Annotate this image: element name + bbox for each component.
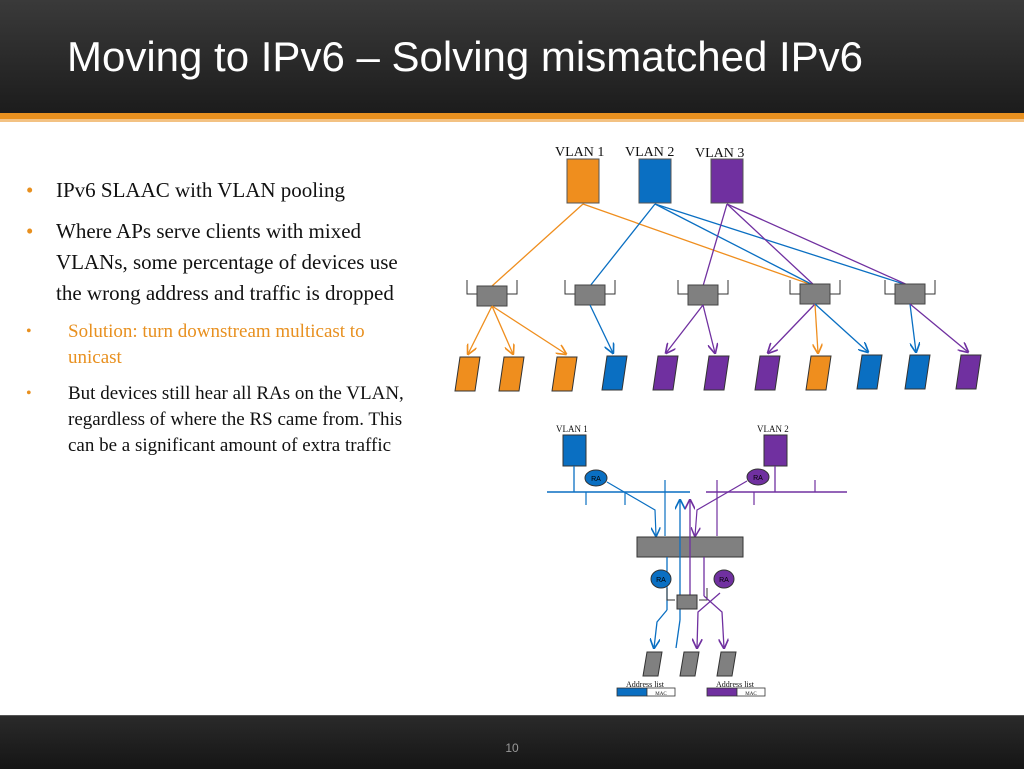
client-device — [904, 354, 931, 390]
bullet-dot-icon: • — [26, 178, 34, 202]
client-device-gray — [642, 651, 663, 677]
bullet-text: Where APs serve clients with mixed VLANs… — [56, 219, 398, 305]
vlan2-box — [638, 158, 672, 204]
vlan1-box — [566, 158, 600, 204]
bullet-dot-icon: • — [26, 385, 32, 402]
access-point-3 — [687, 284, 719, 306]
client-device-gray — [716, 651, 737, 677]
slide-title: Moving to IPv6 – Solving mismatched IPv6 — [67, 33, 864, 80]
mac-label: MAC — [745, 692, 757, 697]
accent-stripe-light — [0, 119, 1024, 122]
bullet-dot-icon: • — [26, 219, 34, 243]
ra-label: RA — [591, 476, 601, 483]
bullet-item: • Where APs serve clients with mixed VLA… — [26, 216, 406, 309]
bullet-item: • Solution: turn downstream multicast to… — [26, 319, 406, 371]
bullet-text: But devices still hear all RAs on the VL… — [68, 383, 404, 456]
vlan2-label: VLAN 2 — [625, 145, 674, 160]
ra-bubble — [650, 569, 672, 589]
vlan1-box-small — [562, 434, 587, 467]
footer-bar — [0, 715, 1024, 769]
address-list-entry — [706, 687, 738, 697]
vlan2-box-small — [763, 434, 788, 467]
access-point-5 — [894, 283, 926, 305]
bullet-text: Solution: turn downstream multicast to u… — [68, 321, 365, 368]
ra-bubble — [584, 469, 608, 487]
ra-bubble — [746, 468, 770, 486]
access-point-1 — [476, 285, 508, 307]
accent-stripe — [0, 113, 1024, 119]
client-device — [805, 355, 832, 391]
client-device — [652, 355, 679, 391]
bullet-dot-icon: • — [26, 323, 32, 340]
ra-label: RA — [753, 475, 763, 482]
ra-bubble — [713, 569, 735, 589]
ra-label: RA — [656, 577, 666, 584]
bullet-item: • But devices still hear all RAs on the … — [26, 381, 406, 459]
top-diagram: VLAN 1 VLAN 2 VLAN 3 — [454, 145, 982, 392]
vlan1-label-small: VLAN 1 — [556, 424, 588, 434]
mac-field — [646, 687, 676, 697]
bullet-list: • IPv6 SLAAC with VLAN pooling • Where A… — [26, 175, 406, 469]
address-list-entry — [616, 687, 648, 697]
client-device — [454, 356, 481, 392]
address-list-label: Address list — [716, 680, 755, 689]
client-device — [856, 354, 883, 390]
access-point-2 — [574, 284, 606, 306]
client-device — [955, 354, 982, 390]
vlan3-label: VLAN 3 — [695, 146, 744, 161]
vlan3-box — [710, 158, 744, 204]
title-bar — [0, 0, 1024, 113]
client-device — [601, 355, 628, 391]
bullet-text: IPv6 SLAAC with VLAN pooling — [56, 178, 345, 202]
vlan2-label-small: VLAN 2 — [757, 424, 789, 434]
access-point-4 — [799, 283, 831, 305]
address-list-label: Address list — [626, 680, 665, 689]
client-device — [498, 356, 525, 392]
vlan1-label: VLAN 1 — [555, 145, 604, 160]
bullet-item: • IPv6 SLAAC with VLAN pooling — [26, 175, 406, 206]
client-device — [703, 355, 730, 391]
client-device — [754, 355, 781, 391]
mac-label: MAC — [655, 692, 667, 697]
access-point-small — [676, 594, 698, 610]
ra-label: RA — [719, 577, 729, 584]
bottom-diagram: VLAN 1 VLAN 2 RA RA — [547, 424, 847, 697]
page-number: 10 — [505, 741, 519, 755]
client-device-gray — [679, 651, 700, 677]
mac-field — [736, 687, 766, 697]
client-device — [551, 356, 578, 392]
